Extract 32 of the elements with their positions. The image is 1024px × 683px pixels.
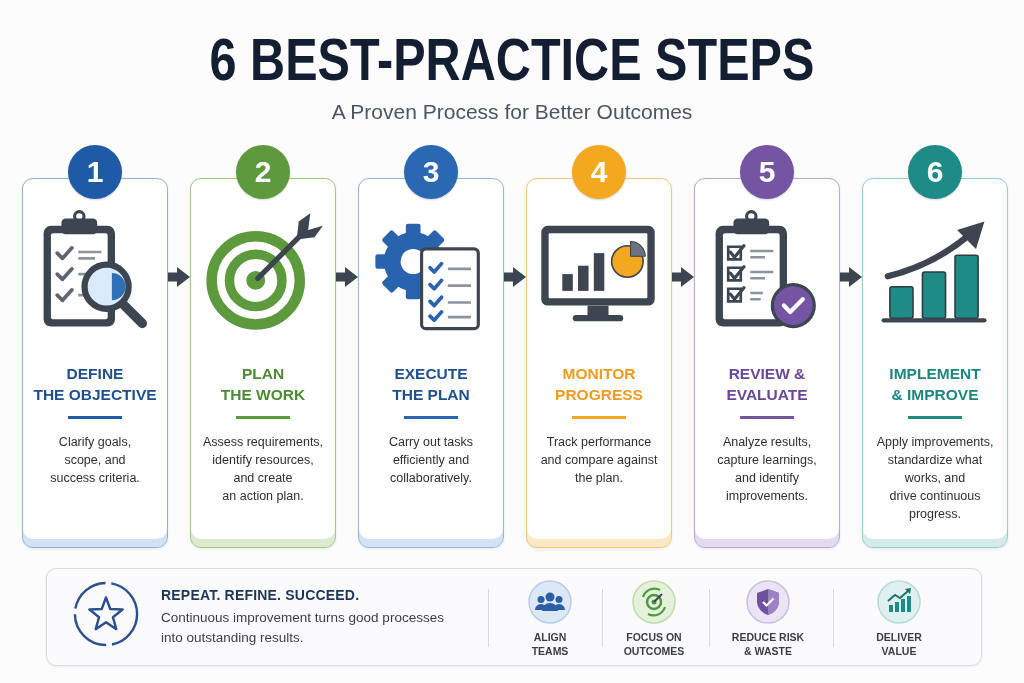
benefit-label: DELIVER VALUE [876,630,922,658]
arrow [672,267,694,287]
step-number-circle: 5 [740,145,794,199]
subtitle: A Proven Process for Better Outcomes [331,99,693,125]
step-description: Apply improvements, standardize what works, and drive continuous progress. [876,434,994,523]
step-description: Assess requirements, identify resources, and create an action plan. [202,434,324,505]
arrow [504,267,526,287]
step-heading: DEFINE THE OBJECTIVE [33,364,157,405]
step-number-circle: 4 [572,145,626,199]
step-heading: REVIEW & EVALUATE [726,364,808,405]
benefit-label: REDUCE RISK & WASTE [731,630,805,658]
panel-description: Continuous improvement turns good processes into outstanding results. [161,609,444,647]
step-number-circle: 3 [404,145,458,199]
title: 6 BEST-PRACTICE STEPS [209,30,815,90]
step-description: Track performance and compare against the plan. [540,434,658,487]
step-description: Analyze results, capture learnings, and identify improvements. [717,434,817,505]
arrow [168,267,190,287]
step-heading: IMPLEMENT & IMPROVE [889,364,981,405]
benefit-label: ALIGN TEAMS [531,630,569,658]
step-heading: EXECUTE THE PLAN [392,364,470,405]
step-number-circle: 2 [236,145,290,199]
step-number-circle: 6 [908,145,962,199]
step-heading: PLAN THE WORK [220,364,306,405]
arrow [336,267,358,287]
step-description: Carry out tasks efficiently and collaboratively. [388,434,474,487]
step-heading: MONITOR PROGRESS [555,364,643,405]
step-description: Clarify goals, scope, and success criteria. [50,434,140,487]
panel-heading: REPEAT. REFINE. SUCCEED. [161,586,360,604]
summary-panel [46,568,982,666]
step-number-circle: 1 [68,145,122,199]
arrow [840,267,862,287]
benefit-label: FOCUS ON OUTCOMES [623,630,685,658]
